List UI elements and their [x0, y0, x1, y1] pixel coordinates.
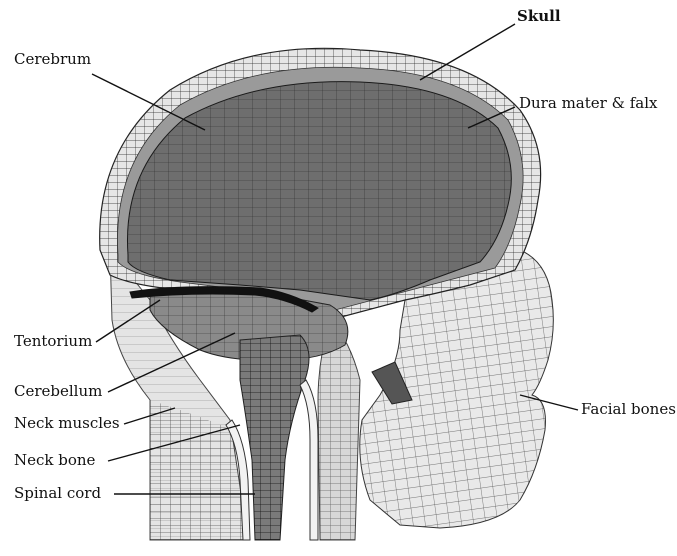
leader-skull	[420, 24, 515, 80]
label-tentorium: Tentorium	[14, 334, 92, 349]
label-dura-mater: Dura mater & falx	[519, 96, 657, 111]
spinal-cord-region	[240, 335, 309, 540]
label-neck-muscles: Neck muscles	[14, 416, 120, 431]
label-spinal-cord: Spinal cord	[14, 486, 101, 501]
neck-bone-band-front	[300, 380, 318, 540]
label-cerebrum: Cerebrum	[14, 52, 91, 67]
label-facial-bones: Facial bones	[581, 402, 676, 417]
label-neck-bone: Neck bone	[14, 453, 95, 468]
label-cerebellum: Cerebellum	[14, 384, 102, 399]
label-skull: Skull	[517, 9, 561, 24]
